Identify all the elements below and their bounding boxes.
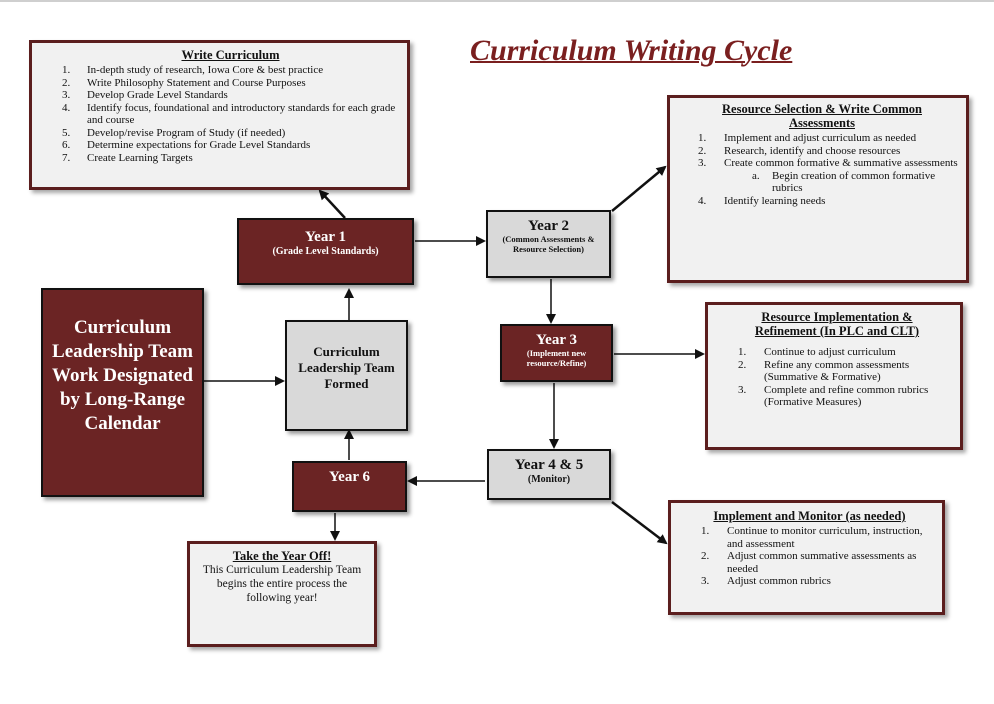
list-item-number: 1. <box>62 64 71 76</box>
list-item-text: Implement and adjust curriculum as neede… <box>724 132 917 144</box>
resource-implementation-box: Resource Implementation & Refinement (In… <box>705 302 963 450</box>
list-item-text: Determine expectations for Grade Level S… <box>87 139 311 151</box>
team-formed-box: Curriculum Leadership Team Formed <box>285 320 408 431</box>
year2-box: Year 2 (Common Assessments & Resource Se… <box>486 210 611 278</box>
year-off-box: Take the Year Off! This Curriculum Leade… <box>187 541 377 647</box>
list-item-text: Develop/revise Program of Study (if need… <box>87 126 286 139</box>
list-item: 4. Identify focus, foundational and intro… <box>62 102 399 127</box>
team-formed-text: Curriculum Leadership Team Formed <box>298 344 395 391</box>
list-item-number: 4. <box>62 101 71 114</box>
list-item-text: Research, identify and choose resources <box>724 144 901 157</box>
list-item-text: Complete and refine common rubrics (Form… <box>764 383 929 409</box>
list-item: 1. In-depth study of research, Iowa Core … <box>62 64 399 77</box>
resource-implementation-heading: Resource Implementation & Refinement (In… <box>754 310 920 338</box>
implement-monitor-list: 1. Continue to monitor curriculum, instru… <box>701 525 936 588</box>
list-item: 2. Refine any common assessments (Summati… <box>738 359 954 384</box>
year-off-text: This Curriculum Leadership Team begins t… <box>202 564 362 604</box>
resource-selection-heading: Resource Selection & Write Common Assess… <box>722 102 922 130</box>
list-item: 3. Adjust common rubrics <box>701 575 936 588</box>
resource-implementation-list: 1. Continue to adjust curriculum 2. Refine … <box>738 346 954 409</box>
leadership-team-work-box: Curriculum Leadership Team Work Designat… <box>41 288 204 497</box>
list-item-text: Adjust common summative assessments as n… <box>727 550 917 575</box>
list-item-text: Write Philosophy Statement and Course Pu… <box>87 76 306 89</box>
diagram-title: Curriculum Writing Cycle <box>470 34 793 67</box>
list-item-text: Continue to adjust curriculum <box>764 346 896 358</box>
list-item-text: Adjust common rubrics <box>727 575 831 587</box>
list-item-text: Create common formative & summative asse… <box>724 157 958 169</box>
list-item-number: 6. <box>62 139 71 151</box>
list-item-number: 5. <box>62 126 71 139</box>
year1-sub: (Grade Level Standards) <box>272 246 379 257</box>
list-item-text: Refine any common assessments (Summative… <box>764 358 910 384</box>
list-item: 2. Adjust common summative assessments as… <box>701 550 936 575</box>
write-curriculum-heading: Write Curriculum <box>181 48 280 62</box>
list-item-number: 3. <box>738 383 747 396</box>
list-item-number: 3. <box>698 157 707 169</box>
year2-sub: (Common Assessments & Resource Selection… <box>502 234 595 254</box>
list-item-text: Develop Grade Level Standards <box>87 89 228 101</box>
arrow-year1-to-writecurr <box>318 189 346 219</box>
top-divider <box>0 0 994 2</box>
list-item-number: 2. <box>62 76 71 89</box>
list-item: 4. Identify learning needs <box>698 195 960 208</box>
sub-list-item-number: a. <box>752 169 760 182</box>
year-off-heading: Take the Year Off! <box>232 549 332 563</box>
list-item-text: Identify learning needs <box>724 194 826 207</box>
list-item: 2. Research, identify and choose resource… <box>698 145 960 158</box>
list-item-number: 1. <box>701 525 710 537</box>
list-item: 1. Implement and adjust curriculum as nee… <box>698 132 960 145</box>
list-item-number: 7. <box>62 151 71 164</box>
write-curriculum-box: Write Curriculum 1. In-depth study of res… <box>29 40 410 190</box>
year3-sub: (Implement new resource/Refine) <box>526 348 587 368</box>
write-curriculum-list: 1. In-depth study of research, Iowa Core … <box>62 64 399 164</box>
resource-selection-list: 1. Implement and adjust curriculum as nee… <box>698 132 960 207</box>
list-item: 2. Write Philosophy Statement and Course … <box>62 77 399 90</box>
sub-list-item: a. Begin creation of common formative rub… <box>698 170 960 195</box>
list-item-number: 1. <box>738 346 747 358</box>
year6-box: Year 6 <box>292 461 407 512</box>
implement-monitor-box: Implement and Monitor (as needed) 1. Cont… <box>668 500 945 615</box>
sub-list-item-text: Begin creation of common formative rubri… <box>772 169 936 195</box>
list-item-text: Continue to monitor curriculum, instruct… <box>727 525 923 550</box>
year1-label: Year 1 <box>305 229 346 245</box>
list-item-number: 4. <box>698 194 707 207</box>
list-item: 7. Create Learning Targets <box>62 152 399 165</box>
list-item: 1. Continue to monitor curriculum, instru… <box>701 525 936 550</box>
list-item: 5. Develop/revise Program of Study (if ne… <box>62 127 399 140</box>
arrow-year2-to-resource <box>611 165 667 212</box>
list-item: 3. Create common formative & summative as… <box>698 157 960 170</box>
list-item: 3. Develop Grade Level Standards <box>62 89 399 102</box>
year45-label: Year 4 & 5 <box>514 457 584 473</box>
list-item-text: Create Learning Targets <box>87 151 193 164</box>
list-item-number: 1. <box>698 132 707 144</box>
year2-label: Year 2 <box>528 218 569 234</box>
list-item-number: 2. <box>698 144 707 157</box>
implement-monitor-heading: Implement and Monitor (as needed) <box>713 509 906 523</box>
year45-sub: (Monitor) <box>527 474 571 485</box>
list-item-number: 3. <box>62 89 71 101</box>
year3-label: Year 3 <box>536 332 577 348</box>
year3-box: Year 3 (Implement new resource/Refine) <box>500 324 613 382</box>
resource-selection-box: Resource Selection & Write Common Assess… <box>667 95 969 283</box>
year6-label: Year 6 <box>329 469 370 485</box>
list-item-number: 3. <box>701 575 710 587</box>
leadership-team-work-text: Curriculum Leadership Team Work Designat… <box>52 317 193 434</box>
list-item-text: In-depth study of research, Iowa Core & … <box>87 64 324 76</box>
list-item-number: 2. <box>738 358 747 371</box>
list-item-number: 2. <box>701 550 710 562</box>
arrow-year45-to-monitor <box>611 501 668 545</box>
list-item: 6. Determine expectations for Grade Level… <box>62 139 399 152</box>
year1-box: Year 1 (Grade Level Standards) <box>237 218 414 285</box>
list-item-text: Identify focus, foundational and introdu… <box>87 101 396 127</box>
list-item: 1. Continue to adjust curriculum <box>738 346 954 359</box>
year45-box: Year 4 & 5 (Monitor) <box>487 449 611 500</box>
list-item: 3. Complete and refine common rubrics (Fo… <box>738 384 954 409</box>
